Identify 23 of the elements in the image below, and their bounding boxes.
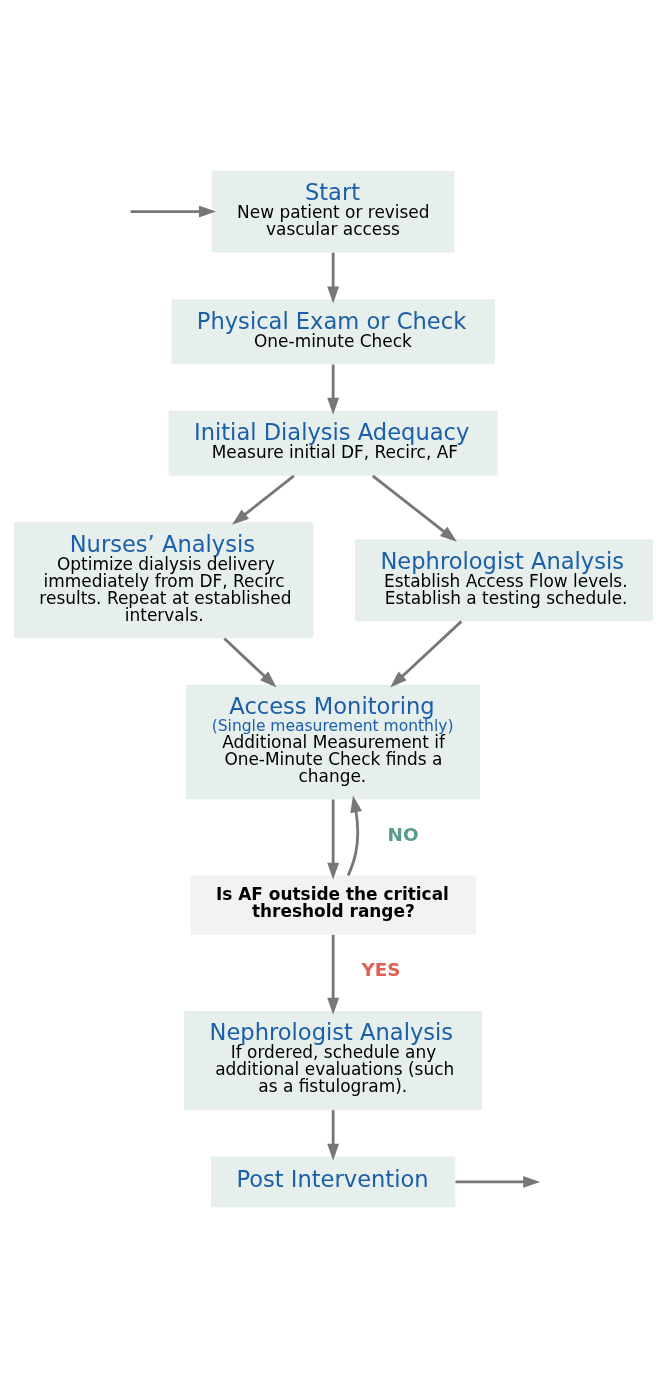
node-box: Start New patient or revised vascular access [211,170,455,253]
node-box: Initial Dialysis Adequacy Measure initial DF, Recirc, AF [168,410,498,476]
node-box: Access Monitoring (Single measurement monthly) Additional Measurement if One-Minute Check finds a change. [186,684,481,800]
arrow [232,474,295,525]
node-box: Nephrologist Analysis Establish Access Flow levels. Establish a testing schedule. [355,539,654,622]
arrow [390,620,463,688]
node-box: Post Intervention [210,1156,456,1208]
node-box: Is AF outside the critical threshold range? [190,875,476,935]
node-box: Physical Exam or Check One-minute Check [171,299,495,365]
arrow [455,1176,541,1188]
arrow [371,474,457,542]
arrow [327,934,340,1015]
arrow [346,795,362,876]
edge-label: YES [361,959,401,981]
arrow [327,1110,340,1161]
node-box: Nurses’ Analysis Optimize dialysis delivery immediately from DF, Recirc results. Repeat at established intervals. [13,522,314,639]
arrow [223,637,277,688]
node-box: Nephrologist Analysis If ordered, schedule any additional evaluations (such as a fistulogram). [184,1011,483,1110]
edge-label: NO [387,823,419,845]
arrow [130,205,216,218]
arrow [327,364,340,415]
arrow [327,252,340,304]
arrow [327,799,340,880]
